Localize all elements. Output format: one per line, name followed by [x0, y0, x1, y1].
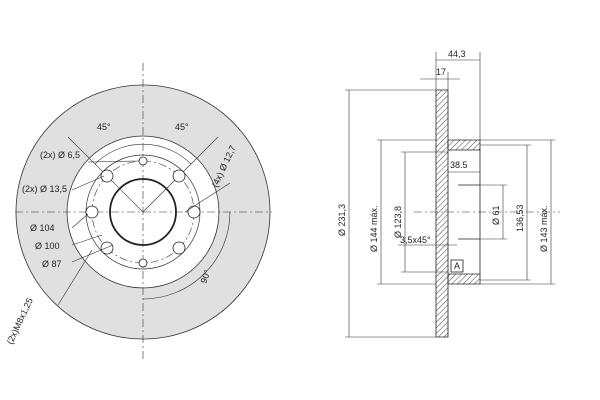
dim-17: 17 [436, 67, 446, 77]
label-thread: (2x)M8x1,25 [5, 296, 35, 346]
leader-d104 [71, 213, 89, 229]
leader-mid-hole [71, 175, 105, 191]
angle-arc-45 [94, 143, 192, 165]
dim-44: 44,3 [448, 49, 466, 59]
angle-label-90: 90° [198, 268, 212, 285]
leader-thread [57, 249, 93, 306]
hat-section-lower [447, 273, 481, 285]
label-small-hole: (2x) Ø 6,5 [40, 150, 80, 160]
leader-d100 [71, 234, 103, 246]
dim-143: Ø 143 máx. [539, 205, 549, 252]
disc-section-outer [435, 89, 449, 338]
dim-231: Ø 231,3 [337, 204, 347, 236]
bolt-hole [100, 241, 114, 255]
section-view: 44,3 17 Ø 231,3 Ø 144 máx. Ø 123,8 38.5 … [337, 49, 560, 338]
label-d87: Ø 87 [42, 259, 62, 269]
dim-144: Ø 144 máx. [369, 205, 379, 252]
leader-bolt-hole [184, 182, 231, 213]
datum-box [450, 259, 464, 273]
dim-136: 136,53 [515, 204, 525, 232]
leader-d87 [71, 244, 114, 263]
datum-label: A [454, 261, 460, 271]
mid-hole [85, 205, 99, 219]
label-d100: Ø 100 [35, 241, 60, 251]
dim-38: 38.5 [450, 160, 468, 170]
dim-61: Ø 61 [491, 205, 501, 225]
front-view: 45° 45° 90° (2x) Ø 6,5 (2x) Ø 13,5 (4x) … [5, 63, 272, 360]
bolt-holes [85, 156, 201, 268]
dim-chamfer: 3,5x45° [400, 235, 431, 245]
angle-label-right: 45° [175, 122, 189, 132]
bolt-hole [100, 169, 114, 183]
bolt-hole [172, 241, 186, 255]
mid-hole [187, 205, 201, 219]
hat-section-upper [447, 139, 481, 151]
leader-small-hole [87, 160, 140, 163]
label-d104: Ø 104 [30, 223, 55, 233]
dim-123: Ø 123,8 [393, 206, 403, 238]
small-hole [138, 258, 148, 268]
bolt-hole [172, 169, 186, 183]
angle-arc-90 [142, 211, 231, 300]
small-hole [138, 156, 148, 166]
label-mid-hole: (2x) Ø 13,5 [22, 184, 67, 194]
angle-label-left: 45° [97, 122, 111, 132]
